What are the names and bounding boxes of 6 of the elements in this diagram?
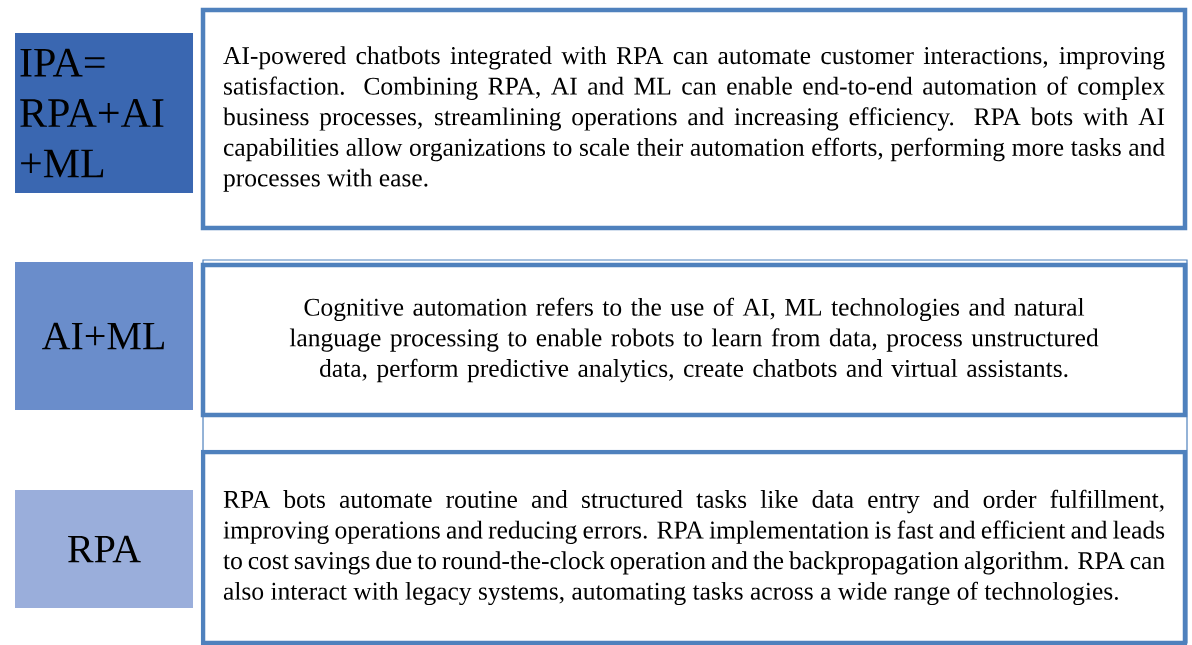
text-box: RPA bots automate routine and structured tasks like data entry and order fulfillment, improving operations and reducing errors. RPA implementation is fast and efficient and leads to cost savings due to round-the-clock operation and the backpropagation algorithm. RPA can also interact with legacy systems, automating tasks across a wide range of technologies. — [200, 449, 1188, 645]
label-box: AI+ML — [15, 262, 193, 410]
label-box: IPA= RPA+AI +ML — [15, 33, 193, 193]
text-box: AI-powered chatbots integrated with RPA can automate customer interactions, improving satisfaction. Combining RPA, AI and ML can enable end-to-end automation of complex business processes, streamlining operations and increasing efficiency. RPA bots with AI capabilities allow organizations to scale their automation efforts, performing more tasks and processes with ease. — [200, 7, 1188, 231]
label-box: RPA — [15, 490, 193, 608]
text-box: Cognitive automation refers to the use of AI, ML technologies and natural language processing to enable robots to learn from data, process unstructured data, perform predictive analytics, create chatbots and virtual assistants. — [200, 262, 1188, 418]
